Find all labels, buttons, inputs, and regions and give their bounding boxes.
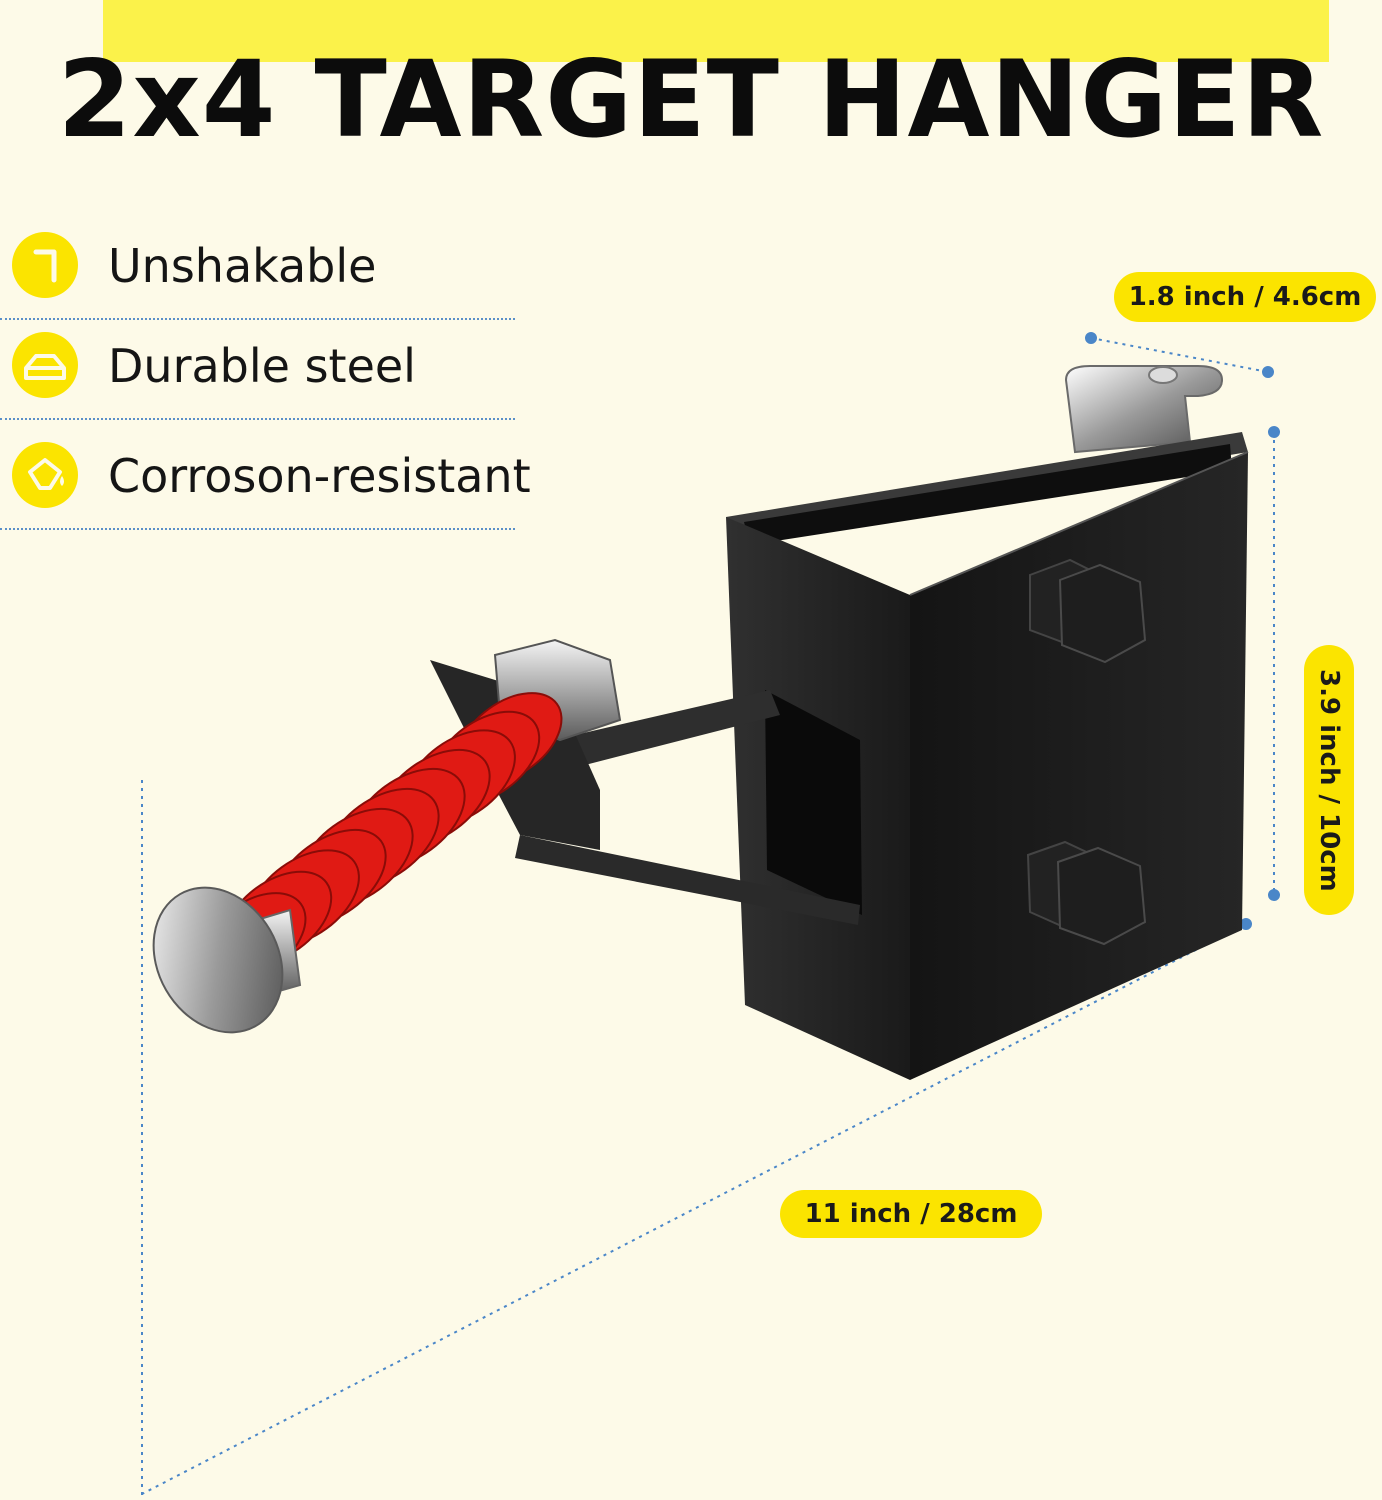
feature-label: Corroson-resistant	[108, 449, 531, 503]
dotted-divider	[0, 528, 515, 530]
hex-bolt-upper	[1029, 558, 1147, 664]
hex-bolt-lower	[1026, 840, 1147, 946]
hanger-box	[726, 432, 1249, 1080]
dimension-guides	[139, 332, 1280, 1496]
top-tab	[1064, 365, 1224, 454]
feature-item-durable-steel: Durable steel	[0, 310, 520, 420]
feature-item-unshakable: Unshakable	[0, 210, 520, 320]
bracket-icon	[12, 232, 78, 298]
carriage-bolt-head	[152, 886, 302, 1034]
feature-item-corrosion-resistant: Corroson-resistant	[0, 420, 531, 530]
paint-bucket-icon	[12, 442, 78, 508]
feature-label: Durable steel	[108, 339, 416, 393]
page-title: 2x4 TARGET HANGER	[57, 38, 1325, 161]
dotted-divider	[0, 318, 515, 320]
title-highlight-band	[103, 0, 1329, 62]
length-dimension-label: 11 inch / 28cm	[780, 1190, 1042, 1238]
feature-label: Unshakable	[108, 239, 377, 293]
steel-box-icon	[12, 332, 78, 398]
width-dimension-label: 1.8 inch / 4.6cm	[1114, 272, 1376, 322]
dotted-divider	[0, 418, 515, 420]
height-dimension-label: 3.9 inch / 10cm	[1304, 645, 1354, 915]
